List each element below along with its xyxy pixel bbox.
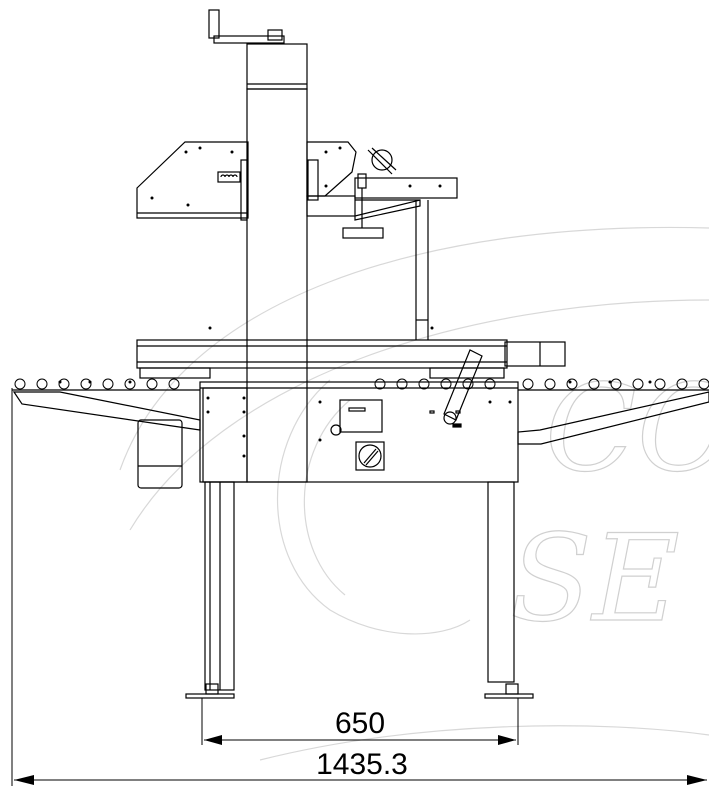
bolt-hole bbox=[58, 380, 62, 384]
bolt-hole bbox=[318, 438, 322, 442]
roller bbox=[80, 378, 92, 390]
roller bbox=[146, 378, 158, 390]
column-cap bbox=[246, 43, 308, 90]
legs bbox=[204, 481, 515, 691]
dimension-label-650: 650 bbox=[335, 707, 385, 740]
rollers-right bbox=[374, 378, 709, 390]
central-column bbox=[246, 88, 308, 483]
roller bbox=[544, 378, 556, 390]
svg-text:SE: SE bbox=[510, 510, 680, 649]
dimension-arrows bbox=[14, 735, 707, 785]
roller bbox=[124, 378, 136, 390]
rollers-left bbox=[14, 378, 180, 390]
roller bbox=[462, 378, 474, 390]
bolt-hole bbox=[150, 196, 154, 200]
bolt-hole bbox=[430, 326, 434, 330]
roller bbox=[102, 378, 114, 390]
bolt-hole bbox=[324, 150, 328, 154]
bolt-hole bbox=[318, 400, 322, 404]
roller bbox=[168, 378, 180, 390]
roller bbox=[484, 378, 496, 390]
bolt-hole bbox=[324, 184, 328, 188]
watermark-logo: CO SE bbox=[119, 226, 709, 761]
upper-tape-head bbox=[136, 141, 458, 239]
roller bbox=[522, 378, 534, 390]
svg-text:CO: CO bbox=[545, 360, 709, 499]
roller bbox=[654, 378, 666, 390]
bolt-hole bbox=[206, 396, 210, 400]
bolt-hole bbox=[184, 150, 188, 154]
bolt-hole bbox=[186, 203, 190, 207]
dimension-lines bbox=[11, 388, 707, 786]
adjustment-lever bbox=[443, 349, 483, 425]
bolt-hole bbox=[608, 380, 612, 384]
roller bbox=[418, 378, 430, 390]
bolt-hole bbox=[242, 410, 246, 414]
bolt-hole bbox=[648, 380, 652, 384]
roller bbox=[440, 378, 452, 390]
bolt-hole bbox=[88, 380, 92, 384]
bolt-hole bbox=[198, 146, 202, 150]
bolt-hole bbox=[206, 410, 210, 414]
bolt-hole bbox=[438, 184, 442, 188]
bolt-hole bbox=[230, 150, 234, 154]
roller bbox=[14, 378, 26, 390]
bolt-hole bbox=[242, 434, 246, 438]
feet bbox=[185, 683, 534, 699]
conveyor-table bbox=[136, 339, 566, 379]
roller bbox=[396, 378, 408, 390]
roller bbox=[632, 378, 644, 390]
bolt-holes bbox=[58, 146, 652, 458]
crank-handle bbox=[208, 9, 285, 44]
dimension-label-1435: 1435.3 bbox=[316, 748, 408, 781]
roller bbox=[566, 378, 578, 390]
roller bbox=[610, 378, 622, 390]
roller-conveyor-left bbox=[12, 389, 201, 431]
bolt-hole bbox=[508, 400, 512, 404]
roller bbox=[374, 378, 386, 390]
bolt-hole bbox=[488, 400, 492, 404]
bolt-hole bbox=[242, 454, 246, 458]
bolt-hole bbox=[568, 380, 572, 384]
roller bbox=[676, 378, 688, 390]
bolt-hole bbox=[128, 380, 132, 384]
bolt-hole bbox=[408, 184, 412, 188]
bolt-hole bbox=[208, 326, 212, 330]
roller bbox=[58, 378, 70, 390]
bolt-hole bbox=[338, 146, 342, 150]
roller bbox=[698, 378, 709, 390]
control-panel bbox=[330, 399, 462, 471]
guide-rails bbox=[415, 200, 429, 340]
motor-housing bbox=[137, 419, 183, 489]
roller bbox=[36, 378, 48, 390]
bolt-hole bbox=[242, 396, 246, 400]
roller bbox=[588, 378, 600, 390]
